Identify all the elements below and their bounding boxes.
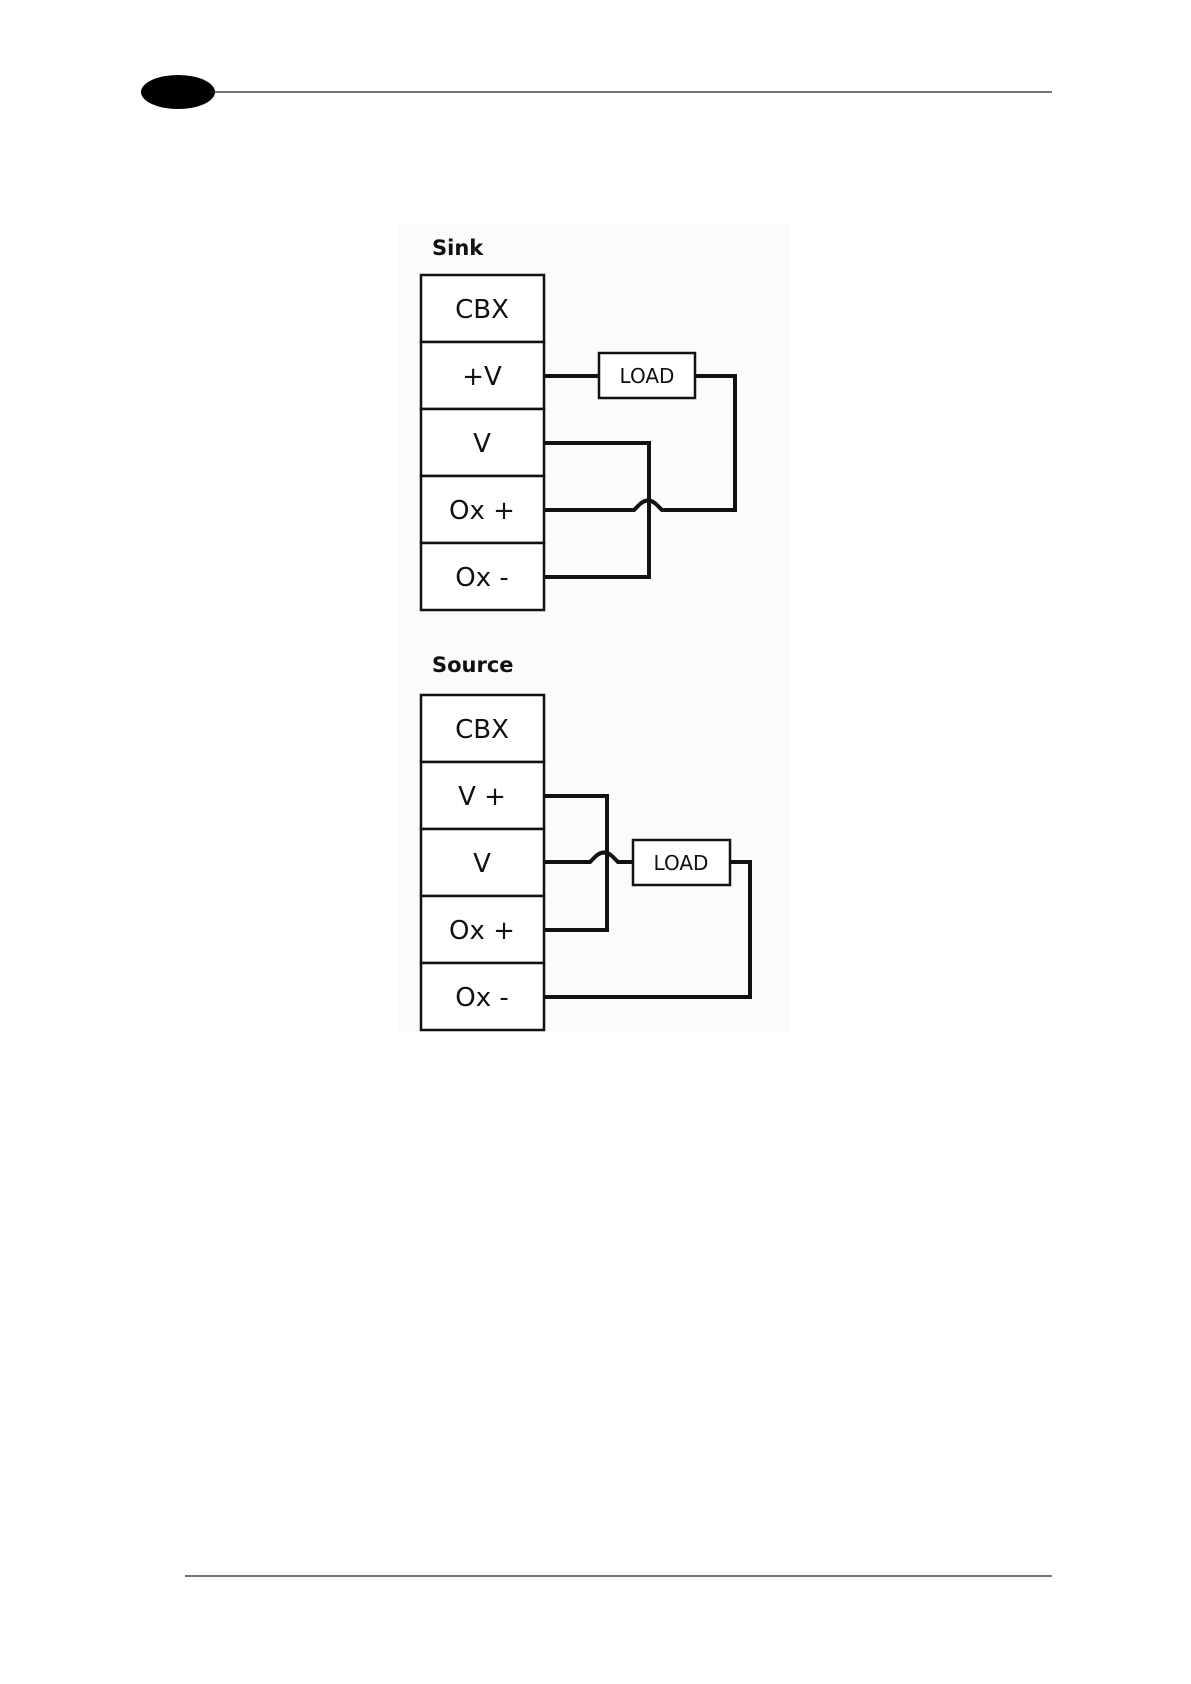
sink-load-label: LOAD xyxy=(620,364,675,388)
sink-terminal-cbx: CBX xyxy=(455,295,509,325)
sink-terminal-plus-v: +V xyxy=(462,362,502,392)
sink-terminal-v: V xyxy=(473,429,491,459)
source-terminal-v-plus: V + xyxy=(458,782,506,812)
source-terminal-ox-minus: Ox - xyxy=(455,983,509,1013)
sink-terminal-block: CBX +V V Ox + Ox - xyxy=(421,275,544,610)
source-load-label: LOAD xyxy=(654,851,709,875)
sink-terminal-ox-minus: Ox - xyxy=(455,563,509,593)
source-terminal-ox-plus: Ox + xyxy=(449,916,515,946)
sink-load: LOAD xyxy=(599,353,695,398)
sink-terminal-ox-plus: Ox + xyxy=(449,496,515,526)
source-title: Source xyxy=(432,653,514,677)
page-number-tab xyxy=(141,75,215,109)
source-load: LOAD xyxy=(633,840,730,885)
source-terminal-v: V xyxy=(473,849,491,879)
sink-title: Sink xyxy=(432,236,484,260)
source-terminal-cbx: CBX xyxy=(455,715,509,745)
source-terminal-block: CBX V + V Ox + Ox - xyxy=(421,695,544,1030)
page-header xyxy=(141,75,1052,109)
